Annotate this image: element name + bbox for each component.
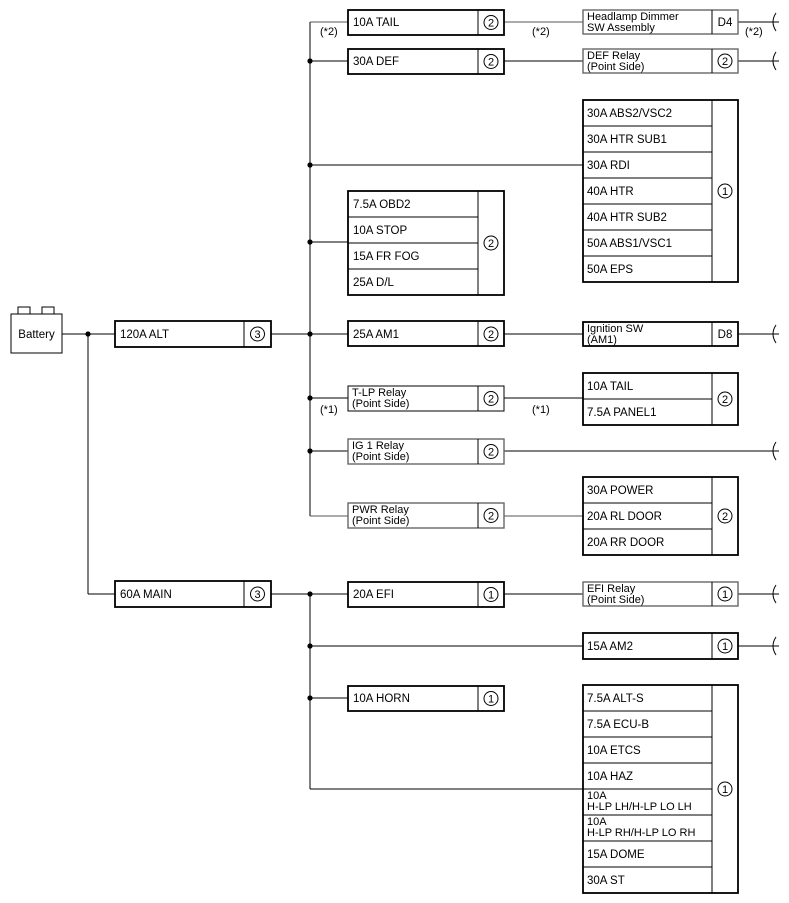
- note-tail-left: (*2): [320, 26, 338, 38]
- efi-relay: EFI Relay (Point Side) 1: [582, 581, 739, 607]
- fuse-block-3: 7.5A ALT-S 7.5A ECU-B 10A ETCS 10A HAZ 1…: [582, 684, 739, 894]
- fuse-10a-horn: 10A HORN 1: [347, 685, 505, 712]
- connector-code: D4: [718, 17, 733, 29]
- fuse-20a-efi: 20A EFI 1: [347, 581, 505, 608]
- wires: [62, 21, 779, 790]
- fuse-item: 15A FR FOG: [353, 251, 420, 263]
- fuse-30a-def: 30A DEF 2: [347, 48, 505, 75]
- fuse-item: 10A ETCS: [587, 745, 641, 757]
- circled-number: 1: [722, 641, 728, 653]
- fuse-item: 7.5A ALT-S: [587, 693, 644, 705]
- fuse-15a-am2: 15A AM2 1: [582, 632, 739, 660]
- circled-number: 1: [488, 694, 494, 706]
- fuse-item: 10A STOP: [353, 225, 407, 237]
- fuse-120a-alt: 120A ALT 3: [114, 320, 272, 348]
- fuse-item: 10A TAIL: [587, 381, 634, 393]
- component-line1: DEF Relay: [587, 50, 641, 62]
- fuse-item: 20A RL DOOR: [587, 511, 662, 523]
- circled-number: 1: [488, 590, 494, 602]
- fuse-item: 30A ABS2/VSC2: [587, 108, 672, 120]
- pwr-relay: PWR Relay (Point Side) 2: [347, 502, 505, 529]
- tlp-relay: T-LP Relay (Point Side) 2: [347, 385, 505, 412]
- circled-number: 2: [488, 447, 494, 459]
- circled-number: 2: [722, 394, 728, 406]
- headlamp-dimmer-sw-assembly: Headlamp Dimmer SW Assembly D4: [582, 9, 739, 35]
- fuse-item: 10A: [587, 790, 607, 802]
- fuse-item: 50A ABS1/VSC1: [587, 238, 672, 250]
- ig1-relay: IG 1 Relay (Point Side) 2: [347, 438, 505, 465]
- ignition-sw: Ignition SW (AM1) D8: [582, 321, 739, 347]
- fuse-item: 10A HAZ: [587, 771, 633, 783]
- battery: Battery: [10, 306, 63, 354]
- fuse-25a-am1: 25A AM1 2: [347, 320, 505, 347]
- fuse-label: 30A DEF: [353, 56, 399, 68]
- fuse-label: 15A AM2: [587, 641, 633, 653]
- circled-number: 3: [254, 329, 260, 341]
- fuse-item: 10A: [587, 816, 607, 828]
- def-relay: DEF Relay (Point Side) 2: [582, 48, 739, 74]
- circled-number: 1: [722, 589, 728, 601]
- fuse-block-tail-panel: 10A TAIL 7.5A PANEL1 2: [582, 372, 739, 426]
- fuse-block-power: 30A POWER 20A RL DOOR 20A RR DOOR 2: [582, 476, 739, 556]
- connector-code: D8: [718, 329, 733, 341]
- fuse-item: 30A POWER: [587, 485, 653, 497]
- fuse-item: 30A HTR SUB1: [587, 134, 667, 146]
- circled-number: 2: [488, 57, 494, 69]
- circled-number: 2: [722, 511, 728, 523]
- fuse-item: 7.5A OBD2: [353, 199, 411, 211]
- fuse-block-1: 30A ABS2/VSC2 30A HTR SUB1 30A RDI 40A H…: [582, 99, 739, 283]
- fuse-item: 40A HTR: [587, 186, 634, 198]
- junction-dots: [85, 58, 313, 701]
- circled-number: 1: [722, 186, 728, 198]
- fuse-label: 25A AM1: [353, 329, 399, 341]
- fuse-item: 15A DOME: [587, 849, 645, 861]
- circled-number: 2: [488, 511, 494, 523]
- fuse-item: 50A EPS: [587, 264, 633, 276]
- circled-number: 2: [488, 238, 494, 250]
- fuse-item: 40A HTR SUB2: [587, 212, 667, 224]
- circled-number: 3: [254, 589, 260, 601]
- component-line1: IG 1 Relay: [352, 440, 404, 452]
- fuse-label: 20A EFI: [353, 589, 394, 601]
- fuse-item: 30A RDI: [587, 160, 630, 172]
- fuse-label: 60A MAIN: [120, 589, 172, 601]
- circled-number: 2: [488, 394, 494, 406]
- fuse-label: 10A HORN: [353, 693, 410, 705]
- component-line1: PWR Relay: [352, 504, 409, 516]
- fuse-item: 7.5A ECU-B: [587, 719, 649, 731]
- fuse-label: 10A TAIL: [353, 17, 400, 29]
- component-line1: Ignition SW: [587, 323, 644, 335]
- component-line1: EFI Relay: [587, 583, 636, 595]
- component-line1: T-LP Relay: [352, 387, 407, 399]
- circled-number: 2: [722, 56, 728, 68]
- component-line2: (Point Side): [352, 451, 409, 463]
- note-tlp-mid: (*1): [532, 404, 550, 416]
- fuse-item: H-LP RH/H-LP LO RH: [587, 827, 695, 839]
- component-line2: SW Assembly: [587, 22, 655, 34]
- battery-label: Battery: [18, 329, 55, 341]
- fuse-60a-main: 60A MAIN 3: [114, 580, 272, 608]
- circled-number: 2: [488, 329, 494, 341]
- circled-number: 1: [722, 784, 728, 796]
- fuse-block-2: 7.5A OBD2 10A STOP 15A FR FOG 25A D/L 2: [347, 190, 505, 296]
- component-line2: (Point Side): [352, 515, 409, 527]
- note-tail-mid: (*2): [532, 26, 550, 38]
- fuse-item: H-LP LH/H-LP LO LH: [587, 801, 692, 813]
- component-line2: (Point Side): [587, 594, 644, 606]
- fuse-item: 20A RR DOOR: [587, 537, 664, 549]
- fuse-item: 30A ST: [587, 875, 625, 887]
- component-line1: Headlamp Dimmer: [587, 11, 679, 23]
- component-line2: (Point Side): [352, 398, 409, 410]
- fuse-10a-tail: 10A TAIL 2: [347, 9, 505, 36]
- fuse-item: 25A D/L: [353, 277, 395, 289]
- note-headlamp-right: (*2): [745, 26, 763, 38]
- note-tlp-left: (*1): [320, 404, 338, 416]
- circled-number: 2: [488, 18, 494, 30]
- wire-break-marks: [772, 12, 777, 656]
- component-line2: (AM1): [587, 334, 617, 346]
- fuse-item: 7.5A PANEL1: [587, 407, 656, 419]
- component-line2: (Point Side): [587, 61, 644, 73]
- fuse-label: 120A ALT: [120, 329, 169, 341]
